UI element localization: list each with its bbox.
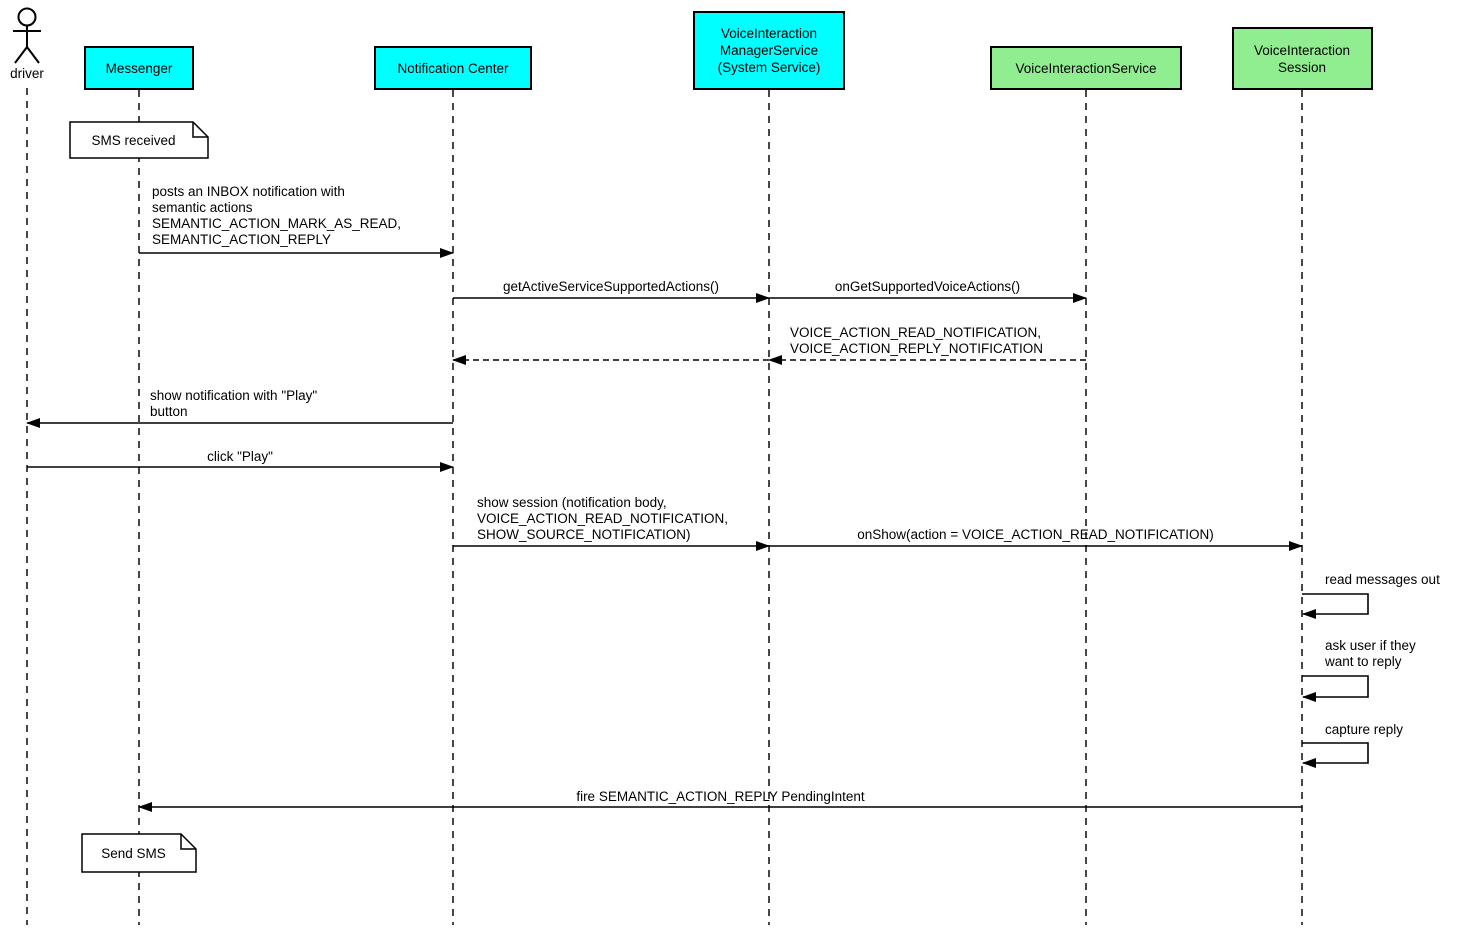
note-sms-received-shape [69,121,209,159]
actor-figure-driver-icon [13,7,41,64]
note-sms-received-fold-icon [192,122,208,138]
self-ask-user-if-they-want-to-reply-arrow [1302,675,1369,702]
self-capture-reply-arrow [1302,742,1369,768]
note-send-sms-shape [81,833,197,873]
self-read-messages-out-arrow [1302,593,1369,619]
note-send-sms-fold-icon [180,834,196,850]
